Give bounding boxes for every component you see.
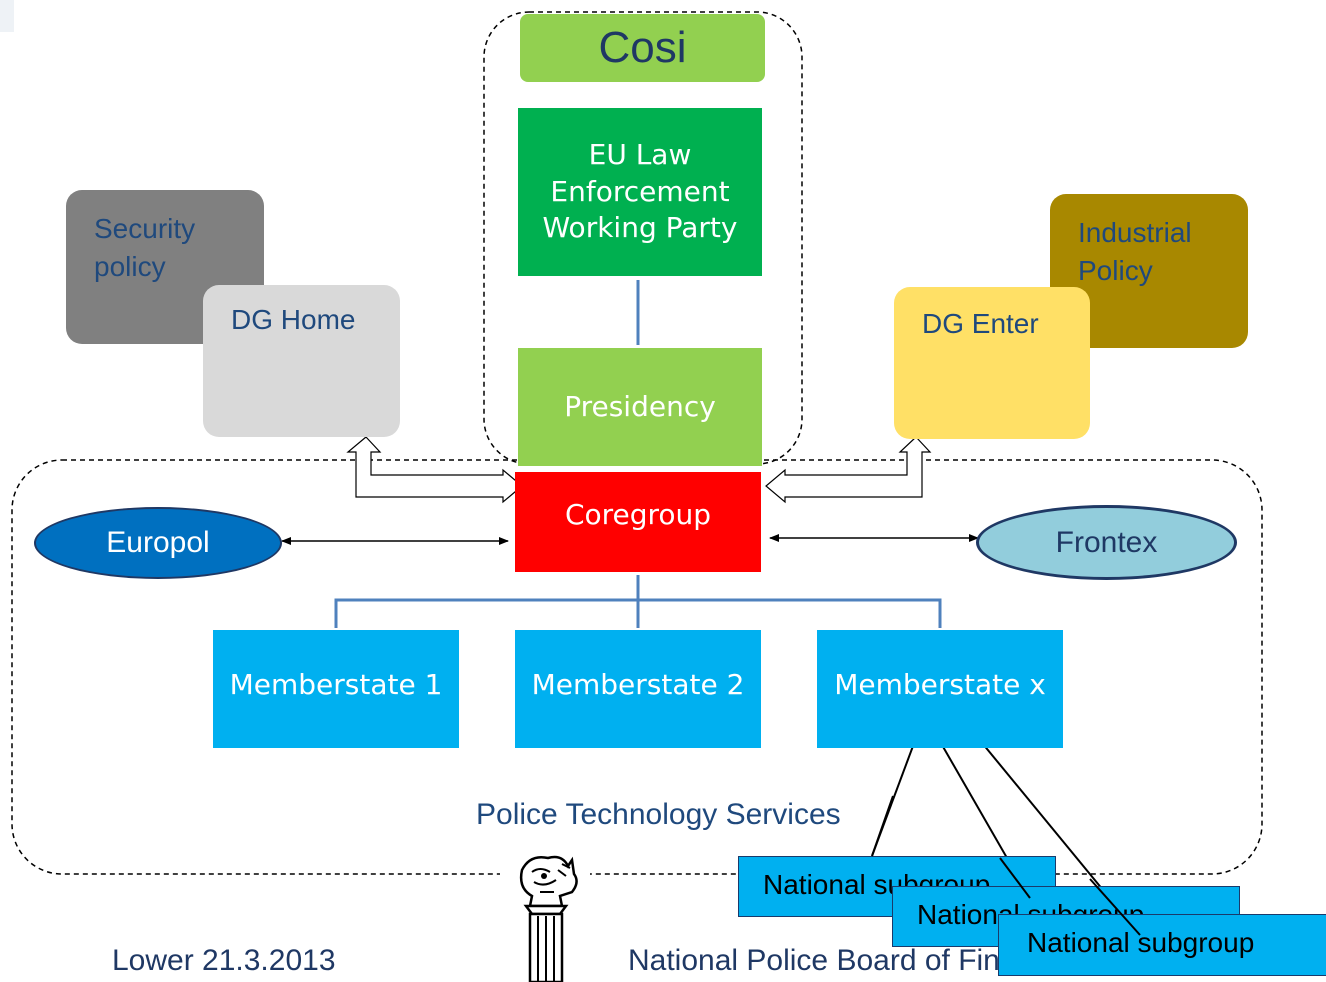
- presidency-box: Presidency: [518, 348, 762, 466]
- cosi-box: Cosi: [520, 14, 765, 82]
- national-subgroup-box: National subgroup: [998, 914, 1326, 976]
- footer-date: Lower 21.3.2013: [112, 944, 336, 977]
- police-emblem-logo: [500, 852, 590, 982]
- memberstate-label: Memberstate x: [834, 667, 1046, 701]
- frontex-oval: Frontex: [976, 505, 1237, 580]
- europol-label: Europol: [106, 526, 210, 559]
- coregroup-label: Coregroup: [564, 497, 712, 531]
- cosi-label: Cosi: [598, 23, 687, 72]
- dg-enter-box: DG Enter: [894, 287, 1090, 439]
- corner-decoration: [0, 0, 14, 32]
- dg-home-hollow-arrow: [346, 436, 523, 504]
- industrial-policy-label: Industrial Policy: [1078, 217, 1192, 286]
- national-subgroup-label: National subgroup: [1027, 927, 1255, 958]
- dg-home-label: DG Home: [231, 304, 356, 335]
- police-group-outline: [11, 459, 1263, 875]
- working-party-box: EU Law Enforcement Working Party: [518, 108, 762, 276]
- dg-enter-hollow-arrow: [765, 436, 932, 504]
- industrial-policy-box: Industrial Policy: [1050, 194, 1248, 348]
- working-party-label: EU Law Enforcement Working Party: [542, 138, 738, 245]
- memberstate-1-box: Memberstate 1: [213, 630, 459, 748]
- memberstate-label: Memberstate 1: [229, 667, 443, 701]
- memberstate-x-box: Memberstate x: [817, 630, 1063, 748]
- council-group-outline: [483, 11, 803, 465]
- security-policy-box: Security policy: [66, 190, 264, 344]
- police-group-label: Police Technology Services: [476, 798, 841, 831]
- europol-oval: Europol: [34, 507, 282, 579]
- footer-org: National Police Board of Finland: [628, 944, 1057, 977]
- coregroup-box: Coregroup: [515, 472, 761, 572]
- memberstate-label: Memberstate 2: [531, 667, 745, 701]
- presidency-label: Presidency: [564, 389, 716, 423]
- memberstate-tree: [334, 598, 942, 628]
- security-policy-label: Security policy: [94, 213, 196, 282]
- dg-home-box: DG Home: [203, 285, 400, 437]
- memberstate-2-box: Memberstate 2: [515, 630, 761, 748]
- dg-enter-label: DG Enter: [922, 308, 1039, 339]
- frontex-label: Frontex: [1055, 525, 1158, 559]
